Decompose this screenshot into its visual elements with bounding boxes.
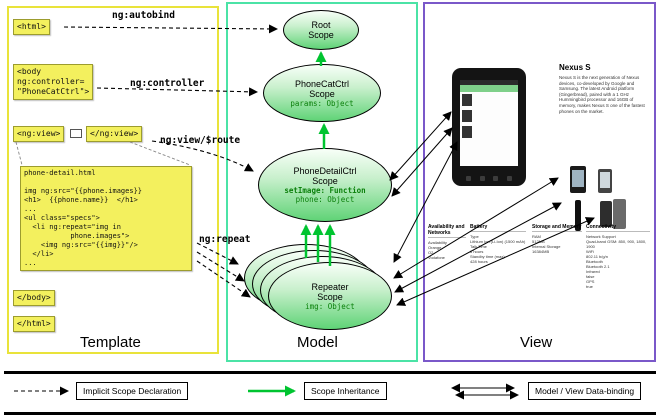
- phonecatctrl-scope-title: PhoneCatCtrl Scope: [294, 78, 350, 99]
- phone-screen: [460, 80, 518, 166]
- phonedetailctrl-scope-ellipse: PhoneDetailCtrl Scope setImage: Function…: [258, 148, 392, 222]
- spec-header: Connectivity: [586, 224, 650, 232]
- ng-view-route-label: ng:view/$route: [160, 135, 241, 146]
- phone-status-bar: [460, 80, 518, 85]
- html-open-tag-box: <html>: [13, 19, 50, 35]
- spec-body: Network Support Quad-band GSM: 850, 900,…: [586, 234, 647, 289]
- phonedetailctrl-scope-prop-setimage: setImage: Function: [284, 186, 366, 195]
- phone-app-header: [460, 85, 518, 92]
- ng-view-open-tag-box: <ng:view>: [13, 126, 65, 142]
- phone-list-row: [460, 124, 518, 140]
- phone-list-thumb: [462, 110, 472, 122]
- phone-thumbnail: [570, 166, 586, 193]
- ng-controller-label: ng:controller: [130, 78, 205, 89]
- phone-thumbnail: [598, 169, 612, 193]
- root-scope-ellipse: Root Scope: [283, 10, 359, 50]
- phonedetailctrl-scope-prop-phone: phone: Object: [295, 195, 355, 204]
- spec-column-availability: Availability and Networks Availability O…: [428, 224, 466, 260]
- spec-header: Storage and Memory: [532, 224, 582, 232]
- product-description: Nexus S is the next generation of Nexus …: [559, 75, 645, 114]
- legend-data-binding: Model / View Data-binding: [528, 382, 642, 400]
- phone-thumbnail-side: [575, 200, 581, 231]
- phone-list-thumb: [462, 126, 472, 138]
- spec-column-battery: Battery Type Lithium Ion (Li-Ion) (1500 …: [470, 224, 526, 264]
- body-close-tag-box: </body>: [13, 290, 55, 306]
- phone-buttons: [466, 176, 512, 182]
- ng-view-close-tag-box: </ng:view>: [86, 126, 143, 142]
- repeater-scope-prop: img: Object: [305, 301, 355, 311]
- spec-column-storage: Storage and Memory RAM 512MB Internal St…: [532, 224, 582, 254]
- view-placeholder-icon: [70, 129, 82, 138]
- phonecatctrl-scope-prop: params: Object: [290, 98, 354, 108]
- ng-autobind-label: ng:autobind: [112, 10, 175, 21]
- legend-divider-bottom: [4, 412, 656, 415]
- phone-list-row: [460, 108, 518, 124]
- phonecatctrl-scope-ellipse: PhoneCatCtrl Scope params: Object: [263, 64, 381, 122]
- legend-scope-inheritance: Scope Inheritance: [304, 382, 387, 400]
- phone-detail-code-block: phone-detail.html img ng:src="{{phone.im…: [20, 166, 192, 271]
- phone-list-row: [460, 92, 518, 108]
- root-scope-title: Root Scope: [308, 20, 334, 40]
- model-panel-label: Model: [297, 334, 338, 351]
- spec-body: RAM 512MB Internal Storage 16384MB: [532, 234, 561, 254]
- ng-repeat-label: ng:repeat: [199, 234, 251, 245]
- repeater-scope-title: Repeater Scope: [311, 281, 349, 302]
- phonedetailctrl-scope-title: PhoneDetailCtrl Scope: [293, 166, 357, 186]
- html-close-tag-box: </html>: [13, 316, 55, 332]
- template-panel-label: Template: [80, 334, 141, 351]
- phone-list-thumb: [462, 94, 472, 106]
- spec-header: Availability and Networks: [428, 224, 466, 238]
- spec-body: Availability Orange, O2, Vodafone: [428, 240, 447, 260]
- product-title: Nexus S: [559, 63, 591, 72]
- legend-implicit-scope: Implicit Scope Declaration: [76, 382, 189, 400]
- view-panel-label: View: [520, 334, 553, 351]
- spec-body: Type Lithium Ion (Li-Ion) (1500 mAh) Tal…: [470, 234, 526, 264]
- legend-divider-top: [4, 371, 656, 374]
- spec-header: Battery: [470, 224, 526, 232]
- phone-thumbnail-open: [600, 199, 627, 230]
- repeater-scope-ellipse: Repeater Scope img: Object: [268, 262, 392, 330]
- body-open-tag-box: <body ng:controller= "PhoneCatCtrl">: [13, 64, 94, 100]
- nexus-phone-image: [452, 68, 526, 186]
- spec-column-connectivity: Connectivity Network Support Quad-band G…: [586, 224, 650, 289]
